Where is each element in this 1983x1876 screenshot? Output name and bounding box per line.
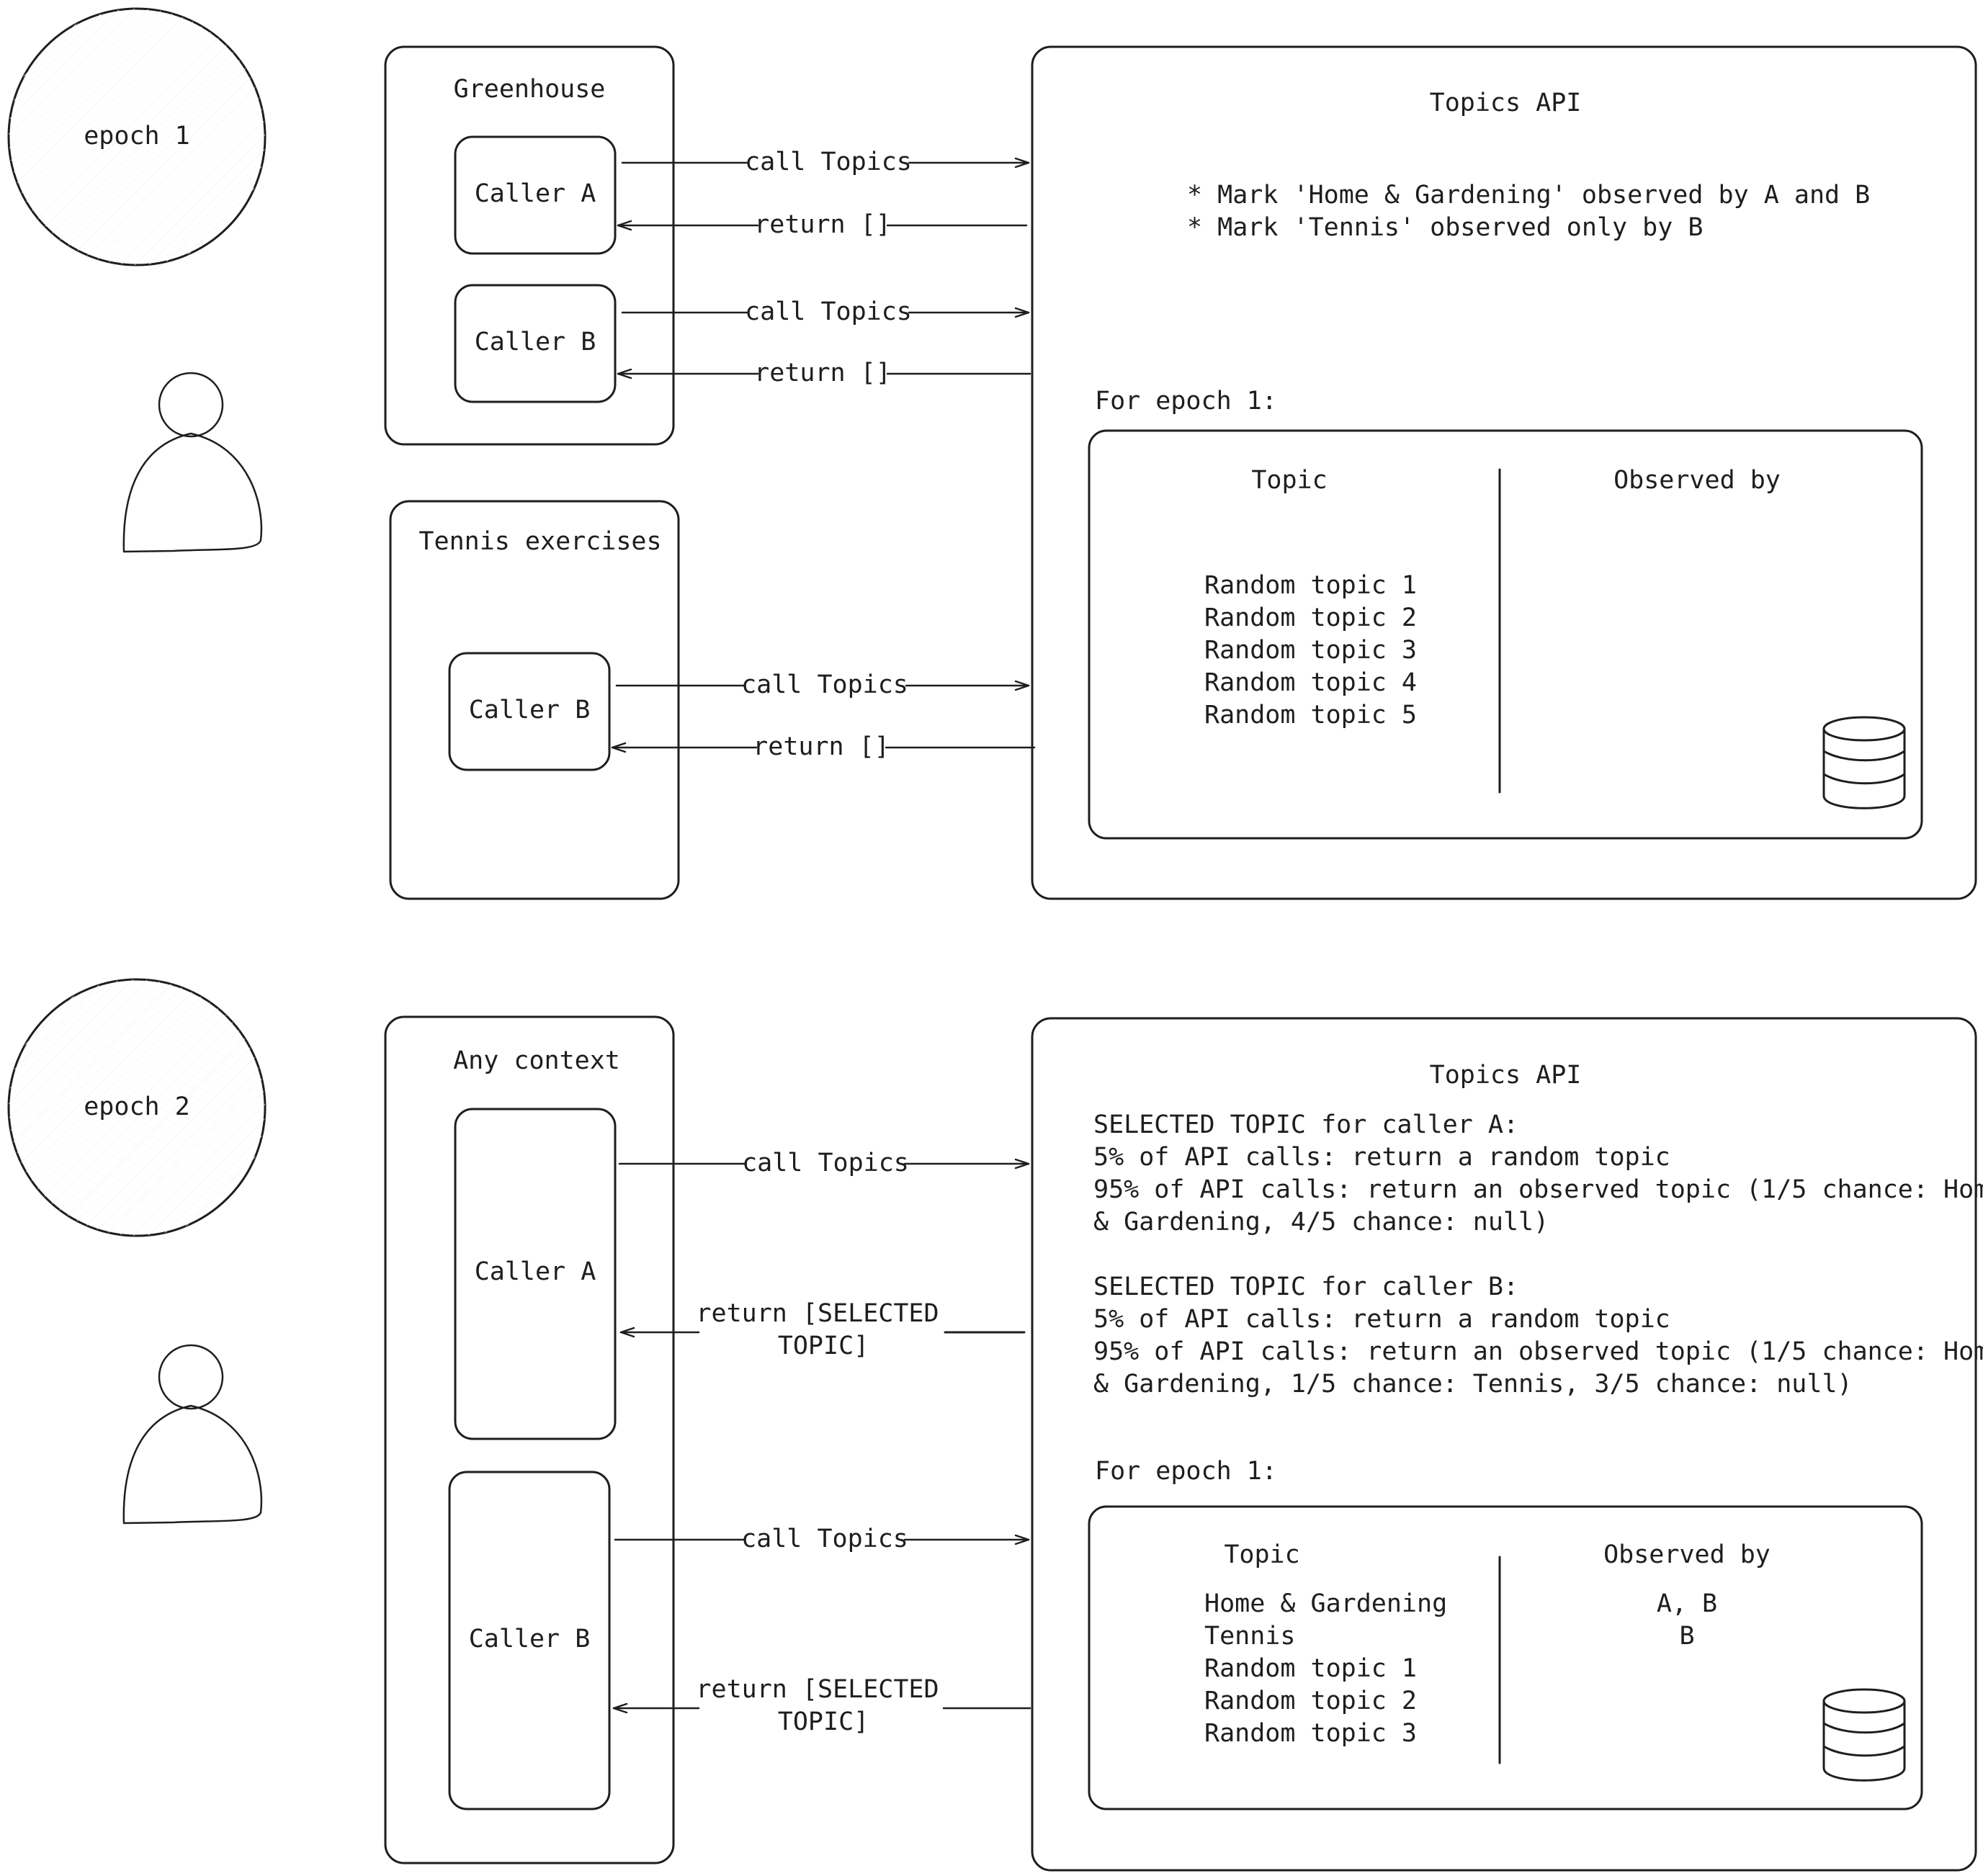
arrow-label: return [SELECTED bbox=[696, 1675, 939, 1704]
arrow-label: call Topics bbox=[741, 670, 908, 699]
selected-a-line: SELECTED TOPIC for caller A: bbox=[1093, 1110, 1518, 1139]
epoch1-section: epoch 1 Greenhouse Caller A Caller B Ten… bbox=[7, 7, 1977, 900]
user-icon bbox=[122, 1344, 263, 1525]
any-context-title: Any context bbox=[453, 1046, 620, 1075]
return-selected-arrow-a: return [SELECTED TOPIC] bbox=[619, 1299, 1026, 1360]
epoch2-arrows: call Topics return [SELECTED TOPIC] call… bbox=[612, 1149, 1031, 1736]
return-arrow-tennis: return [] bbox=[611, 732, 1036, 761]
database-icon bbox=[1822, 716, 1906, 809]
col-observed-header: Observed by bbox=[1613, 466, 1781, 495]
topics-table-epoch1: Topic Observed by Random topic 1 Random … bbox=[1088, 429, 1923, 840]
epoch2-badge: epoch 2 bbox=[7, 978, 267, 1237]
arrow-label: call Topics bbox=[741, 1525, 908, 1553]
epoch1-badge: epoch 1 bbox=[7, 7, 267, 266]
call-topics-arrow-b: call Topics bbox=[621, 297, 1030, 326]
context-caller-a[interactable]: Caller A bbox=[454, 1108, 617, 1440]
topics-api-epoch2: Topics API SELECTED TOPIC for caller A: … bbox=[1031, 1017, 1983, 1872]
return-selected-arrow-b: return [SELECTED TOPIC] bbox=[612, 1675, 1031, 1736]
epoch1-label: epoch 1 bbox=[84, 122, 190, 151]
selected-b-line: 5% of API calls: return a random topic bbox=[1093, 1305, 1670, 1334]
arrow-label: TOPIC] bbox=[778, 1707, 869, 1736]
arrow-label: return [] bbox=[753, 732, 890, 761]
topic-row: Random topic 3 bbox=[1204, 636, 1417, 665]
tennis-context: Tennis exercises Caller B bbox=[389, 500, 680, 900]
tennis-caller-b[interactable]: Caller B bbox=[448, 652, 611, 771]
epoch1-arrows: call Topics return [] call Topics return… bbox=[611, 148, 1036, 761]
topics-table-epoch2: Topic Observed by Home & Gardening Tenni… bbox=[1088, 1505, 1923, 1810]
observed-row: A, B bbox=[1657, 1589, 1717, 1618]
arrow-label: call Topics bbox=[745, 148, 912, 176]
arrow-label: return [SELECTED bbox=[696, 1299, 939, 1328]
arrow-label: call Topics bbox=[742, 1149, 909, 1177]
return-arrow-a: return [] bbox=[617, 210, 1028, 239]
caller-b-label: Caller B bbox=[469, 1625, 591, 1653]
topic-row: Random topic 5 bbox=[1204, 701, 1417, 730]
topic-row: Random topic 1 bbox=[1204, 571, 1417, 600]
arrow-label: return [] bbox=[754, 210, 891, 239]
selected-b-line: SELECTED TOPIC for caller B: bbox=[1093, 1273, 1518, 1301]
topic-row: Random topic 1 bbox=[1204, 1654, 1417, 1683]
selected-b-line: & Gardening, 1/5 chance: Tennis, 3/5 cha… bbox=[1093, 1370, 1853, 1399]
topic-row: Tennis bbox=[1204, 1622, 1295, 1651]
call-topics-arrow-tennis: call Topics bbox=[615, 670, 1030, 699]
selected-a-line: & Gardening, 4/5 chance: null) bbox=[1093, 1208, 1549, 1237]
arrow-label: TOPIC] bbox=[778, 1332, 869, 1360]
topic-row: Home & Gardening bbox=[1204, 1589, 1447, 1618]
call-topics-arrow-a: call Topics bbox=[618, 1149, 1030, 1177]
selected-b-line: 95% of API calls: return an observed top… bbox=[1093, 1337, 1983, 1366]
database-icon bbox=[1822, 1688, 1906, 1782]
context-caller-b[interactable]: Caller B bbox=[448, 1471, 611, 1810]
api-title: Topics API bbox=[1430, 89, 1582, 117]
api-note-2: * Mark 'Tennis' observed only by B bbox=[1187, 213, 1703, 242]
topic-row: Random topic 2 bbox=[1204, 1687, 1417, 1715]
greenhouse-caller-a[interactable]: Caller A bbox=[454, 135, 617, 255]
call-topics-arrow-b: call Topics bbox=[614, 1525, 1030, 1553]
return-arrow-b: return [] bbox=[617, 359, 1031, 387]
topic-row: Random topic 3 bbox=[1204, 1719, 1417, 1748]
selected-a-line: 95% of API calls: return an observed top… bbox=[1093, 1175, 1983, 1204]
any-context: Any context Caller A Caller B bbox=[384, 1015, 675, 1864]
tennis-title: Tennis exercises bbox=[418, 527, 661, 556]
call-topics-arrow-a: call Topics bbox=[621, 148, 1030, 176]
observed-row: B bbox=[1679, 1622, 1694, 1651]
topic-row: Random topic 4 bbox=[1204, 668, 1417, 697]
greenhouse-title: Greenhouse bbox=[454, 75, 606, 104]
col-observed-header: Observed by bbox=[1603, 1540, 1771, 1569]
caller-a-label: Caller A bbox=[475, 1257, 596, 1286]
greenhouse-caller-b[interactable]: Caller B bbox=[454, 284, 617, 403]
topic-row: Random topic 2 bbox=[1204, 603, 1417, 632]
caller-b-label: Caller B bbox=[469, 696, 591, 724]
col-topic-header: Topic bbox=[1251, 466, 1327, 495]
greenhouse-context: Greenhouse Caller A Caller B bbox=[384, 45, 675, 446]
arrow-label: return [] bbox=[754, 359, 891, 387]
user-icon bbox=[122, 372, 263, 553]
epoch2-section: epoch 2 Any context Caller A Caller B To… bbox=[7, 978, 1983, 1872]
api-title: Topics API bbox=[1430, 1061, 1582, 1090]
arrow-label: call Topics bbox=[745, 297, 912, 326]
topics-api-epoch1: Topics API * Mark 'Home & Gardening' obs… bbox=[1031, 45, 1977, 900]
selected-a-line: 5% of API calls: return a random topic bbox=[1093, 1143, 1670, 1172]
col-topic-header: Topic bbox=[1224, 1540, 1299, 1569]
for-epoch-label: For epoch 1: bbox=[1095, 387, 1277, 416]
caller-a-label: Caller A bbox=[475, 179, 596, 208]
for-epoch-label: For epoch 1: bbox=[1095, 1457, 1277, 1486]
epoch2-label: epoch 2 bbox=[84, 1092, 190, 1121]
api-note-1: * Mark 'Home & Gardening' observed by A … bbox=[1187, 181, 1870, 210]
caller-b-label: Caller B bbox=[475, 328, 596, 356]
